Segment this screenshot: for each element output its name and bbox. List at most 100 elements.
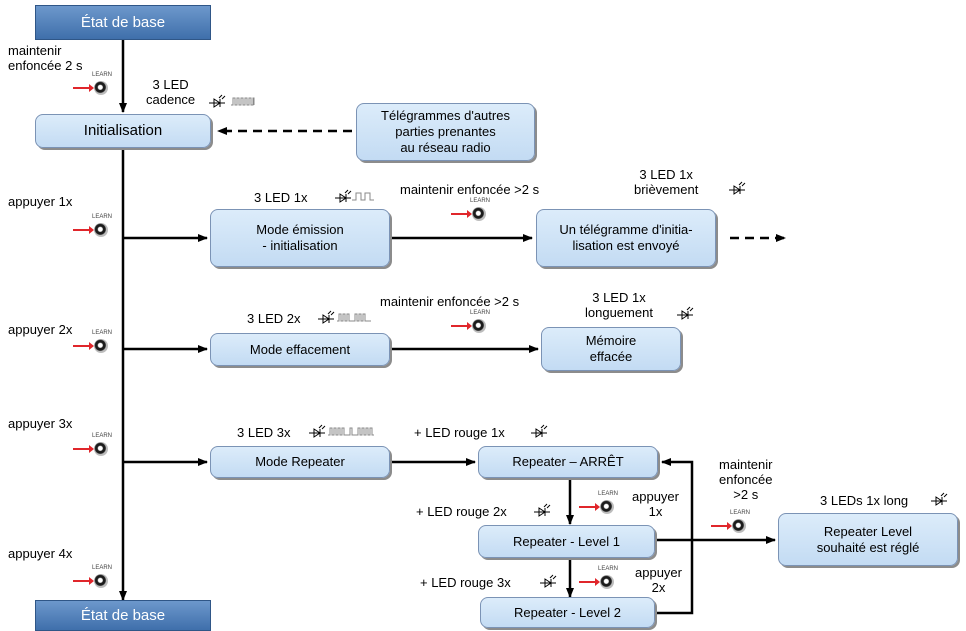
label-press-2x-repeater-line1: appuyer — [635, 565, 682, 580]
label-press-1x-repeater: appuyer 1x — [632, 489, 679, 519]
press-arrow-icon — [579, 578, 600, 586]
label-hold-gt2s-a: maintenir enfoncée >2 s — [400, 182, 540, 197]
label-led-1x-long-line2: longuement — [585, 305, 653, 320]
label-led-1x-brief: 3 LED 1x brièvement — [634, 167, 698, 197]
label-hold-2s-line2: enfoncée 2 s — [8, 58, 83, 73]
label-leds-1x-long: 3 LEDs 1x long — [820, 493, 909, 508]
led-diode-icon — [729, 181, 746, 195]
button-knob — [472, 319, 486, 333]
learn-button-icon: LEARN — [72, 565, 112, 597]
pulse-train-icon — [231, 97, 255, 106]
button-knob — [94, 339, 108, 353]
label-led-3x: 3 LED 3x — [237, 425, 291, 440]
label-hold-gt2s-c-line3: >2 s — [733, 487, 759, 502]
led-diode-icon — [318, 310, 335, 324]
press-arrow-icon — [73, 445, 94, 453]
button-knob — [472, 207, 486, 221]
learn-button-icon: LEARN — [72, 433, 112, 465]
learn-text: LEARN — [598, 491, 619, 497]
label-led-1x-brief-line2: brièvement — [634, 182, 699, 197]
press-arrow-icon — [579, 503, 600, 511]
led-diode-icon — [534, 503, 551, 517]
learn-button-icon: LEARN — [72, 330, 112, 362]
box-repeater-level2: Repeater - Level 2 — [480, 597, 655, 628]
label-red-3x: + LED rouge 3x — [420, 575, 511, 590]
box-repeater-level-set: Repeater Level souhaité est réglé — [778, 513, 958, 566]
button-knob — [94, 81, 108, 95]
box-telegrams: Télégrammes d'autres parties prenantes a… — [356, 103, 535, 161]
led-diode-icon — [335, 189, 352, 203]
label-hold-gt2s-c: maintenir enfoncée >2 s — [719, 457, 773, 502]
press-arrow-icon — [73, 577, 94, 585]
learn-text: LEARN — [92, 433, 113, 439]
led-diode-icon — [677, 306, 694, 320]
label-press-1x: appuyer 1x — [8, 194, 73, 209]
button-knob — [732, 519, 746, 533]
button-knob — [600, 500, 614, 514]
state-top: État de base — [35, 5, 211, 40]
learn-button-icon: LEARN — [72, 214, 112, 246]
label-hold-gt2s-c-line2: enfoncée — [719, 472, 773, 487]
learn-text: LEARN — [92, 214, 113, 220]
learn-button-icon: LEARN — [578, 566, 618, 598]
label-press-1x-repeater-line2: 1x — [648, 504, 663, 519]
label-hold-gt2s-c-line1: maintenir — [719, 457, 773, 472]
led-diode-icon — [540, 574, 557, 588]
box-mode-effacement: Mode effacement — [210, 333, 390, 366]
led-diode-icon — [531, 424, 548, 438]
button-knob — [94, 574, 108, 588]
learn-text: LEARN — [730, 510, 751, 516]
box-mode-repeater: Mode Repeater — [210, 446, 390, 478]
pulse-train-icon — [337, 313, 371, 322]
label-led-2x: 3 LED 2x — [247, 311, 301, 326]
label-red-2x: + LED rouge 2x — [416, 504, 507, 519]
label-led-cadence-line1: 3 LED — [152, 77, 189, 92]
learn-button-icon: LEARN — [450, 198, 490, 230]
box-memoire: Mémoire effacée — [541, 327, 681, 371]
learn-button-icon: LEARN — [710, 510, 750, 542]
button-knob — [94, 442, 108, 456]
label-hold-gt2s-b: maintenir enfoncée >2 s — [380, 294, 520, 309]
learn-text: LEARN — [92, 72, 113, 78]
label-led-1x-long: 3 LED 1x longuement — [585, 290, 653, 320]
label-press-2x-repeater: appuyer 2x — [635, 565, 682, 595]
state-bottom: État de base — [35, 600, 211, 631]
label-led-cadence: 3 LED cadence — [146, 77, 195, 107]
line-loop-back — [655, 458, 694, 615]
learn-text: LEARN — [470, 198, 491, 204]
box-mode-emission: Mode émission - initialisation — [210, 209, 390, 267]
pulse-train-icon — [352, 192, 374, 201]
led-diode-icon — [931, 492, 948, 506]
box-repeater-off: Repeater – ARRÊT — [478, 446, 658, 478]
button-knob — [94, 223, 108, 237]
press-arrow-icon — [451, 210, 472, 218]
led-diode-icon — [209, 94, 226, 108]
learn-text: LEARN — [92, 565, 113, 571]
pulse-train-icon — [328, 427, 374, 436]
label-led-1x: 3 LED 1x — [254, 190, 308, 205]
label-led-1x-long-line1: 3 LED 1x — [592, 290, 646, 305]
learn-text: LEARN — [470, 310, 491, 316]
press-arrow-icon — [711, 522, 732, 530]
label-press-2x: appuyer 2x — [8, 322, 73, 337]
learn-button-icon: LEARN — [450, 310, 490, 342]
button-knob — [600, 575, 614, 589]
box-repeater-level1: Repeater - Level 1 — [478, 525, 655, 558]
label-press-1x-repeater-line1: appuyer — [632, 489, 679, 504]
label-led-cadence-line2: cadence — [146, 92, 196, 107]
label-led-1x-brief-line1: 3 LED 1x — [639, 167, 693, 182]
label-press-2x-repeater-line2: 2x — [651, 580, 666, 595]
press-arrow-icon — [451, 322, 472, 330]
press-arrow-icon — [73, 342, 94, 350]
press-arrow-icon — [73, 84, 94, 92]
learn-button-icon: LEARN — [578, 491, 618, 523]
box-initialisation: Initialisation — [35, 114, 211, 148]
label-press-3x: appuyer 3x — [8, 416, 73, 431]
learn-button-icon: LEARN — [72, 72, 112, 104]
press-arrow-icon — [73, 226, 94, 234]
box-telegram-sent: Un télégramme d'initia- lisation est env… — [536, 209, 716, 267]
label-red-1x: + LED rouge 1x — [414, 425, 505, 440]
label-press-4x: appuyer 4x — [8, 546, 73, 561]
learn-text: LEARN — [92, 330, 113, 336]
